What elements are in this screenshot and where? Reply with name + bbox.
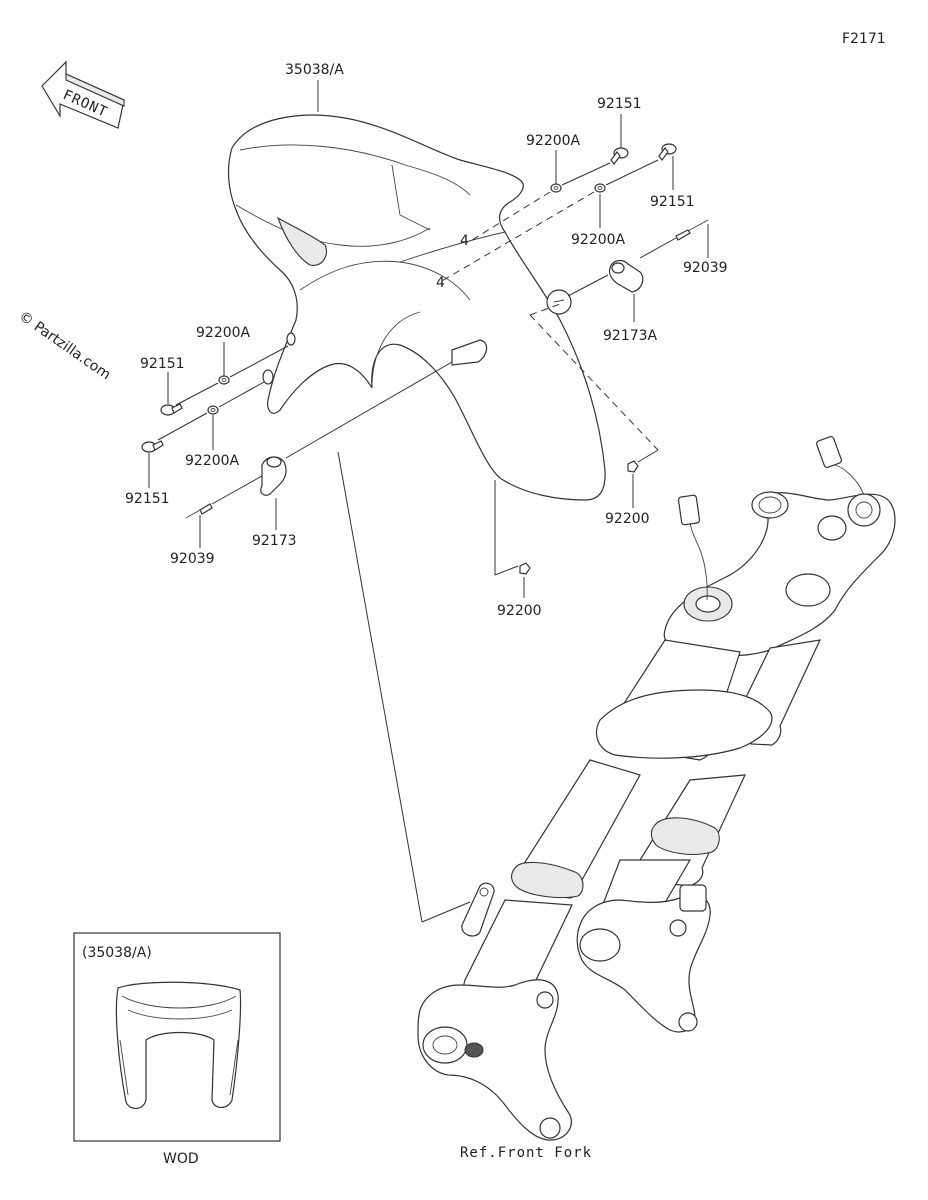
label-clamp-left: 92173: [252, 533, 297, 549]
bolt-icon: [141, 440, 164, 453]
figure-code: F2171: [842, 31, 886, 47]
fender-front-view: [115, 981, 242, 1109]
bolt-icon: [658, 143, 677, 161]
nut-icon: [627, 460, 639, 473]
clamp-icon: [260, 456, 287, 496]
fender-mark-1: 4: [460, 233, 469, 249]
bolt-icon: [160, 403, 183, 416]
pin-icon: [185, 503, 213, 519]
inset-caption: WOD: [163, 1151, 199, 1167]
washer-icon: [594, 183, 606, 193]
watermark: © Partzilla.com: [16, 308, 114, 383]
label-pin-left: 92039: [170, 551, 215, 567]
label-washer-left-2: 92200A: [185, 453, 240, 469]
label-bolt-top-1: 92151: [597, 96, 642, 112]
label-bolt-top-2: 92151: [650, 194, 695, 210]
clamp-icon: [608, 259, 644, 293]
front-fork: [417, 436, 896, 1141]
bolt-icon: [610, 147, 629, 165]
washer-icon: [207, 405, 219, 415]
label-pin-right: 92039: [683, 260, 728, 276]
fender-mark-2: 4: [436, 275, 445, 291]
front-arrow-icon: FRONT: [41, 60, 125, 129]
label-bolt-left-2: 92151: [125, 491, 170, 507]
label-clamp-right: 92173A: [603, 328, 658, 344]
washer-icon: [550, 183, 562, 193]
label-washer-top-1: 92200A: [526, 133, 581, 149]
pin-icon: [675, 219, 709, 241]
label-fork-ref: Ref.Front Fork: [460, 1145, 592, 1161]
nut-icon: [519, 562, 531, 575]
label-bolt-left-1: 92151: [140, 356, 185, 372]
label-nut-center: 92200: [497, 603, 542, 619]
washer-icon: [218, 375, 230, 385]
label-fender: 35038/A: [285, 62, 344, 78]
label-washer-top-2: 92200A: [571, 232, 626, 248]
inset-title: (35038/A): [82, 945, 152, 961]
label-washer-left-1: 92200A: [196, 325, 251, 341]
label-nut-right: 92200: [605, 511, 650, 527]
front-fender: 4 4: [227, 114, 606, 501]
inset-box: (35038/A) WOD: [73, 932, 281, 1167]
